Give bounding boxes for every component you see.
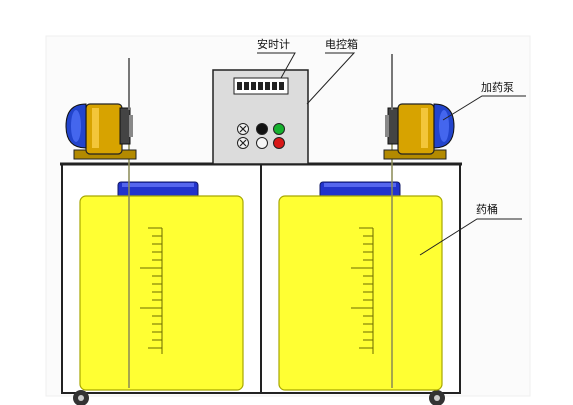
- switch-top-left-icon: [237, 123, 249, 135]
- control-box-icon: [212, 69, 309, 165]
- left-tank-level-gauge: [140, 227, 163, 354]
- left-dosing-pump-icon: [65, 58, 137, 160]
- caster-wheels: [73, 390, 445, 405]
- chemical-bucket-label: 药桶: [476, 203, 498, 216]
- dosing-pump-label: 加药泵: [481, 81, 514, 94]
- right-tank-level-gauge: [351, 227, 374, 354]
- indicator-white-icon: [256, 137, 268, 149]
- right-tank-body: [278, 195, 443, 391]
- switch-bottom-left-icon: [237, 137, 249, 149]
- left-chemical-tank: [79, 66, 244, 391]
- control-box-label: 电控箱: [325, 38, 358, 51]
- indicator-green-icon: [273, 123, 285, 135]
- timer-label: 安时计: [257, 38, 290, 51]
- leader-lines: [257, 52, 526, 256]
- indicator-black-icon: [256, 123, 268, 135]
- right-chemical-tank: [278, 58, 443, 391]
- indicator-red-icon: [273, 137, 285, 149]
- right-dosing-pump-icon: [383, 54, 455, 160]
